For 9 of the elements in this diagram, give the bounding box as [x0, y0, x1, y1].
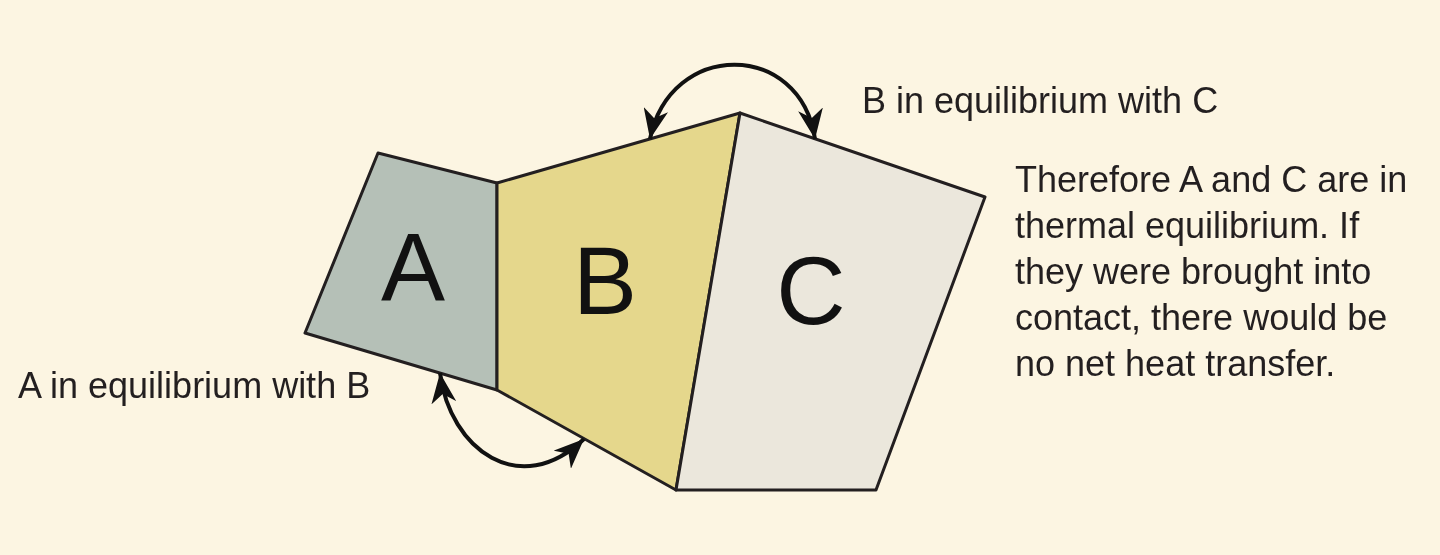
block-letter: B — [573, 242, 637, 320]
system-block — [497, 113, 740, 490]
annotation-text: A in equilibrium with B — [18, 364, 371, 408]
explanation-text: Therefore A and C are in thermal equilibrium. If they were brought into contact, there would be no net heat transfer. — [1015, 158, 1409, 386]
block-letter: A — [381, 228, 445, 306]
annotation-text: B in equilibrium with C — [862, 79, 1219, 123]
double-headed-arrow — [647, 62, 820, 140]
block-letter: C — [776, 252, 846, 330]
double-headed-arrow — [433, 372, 586, 468]
